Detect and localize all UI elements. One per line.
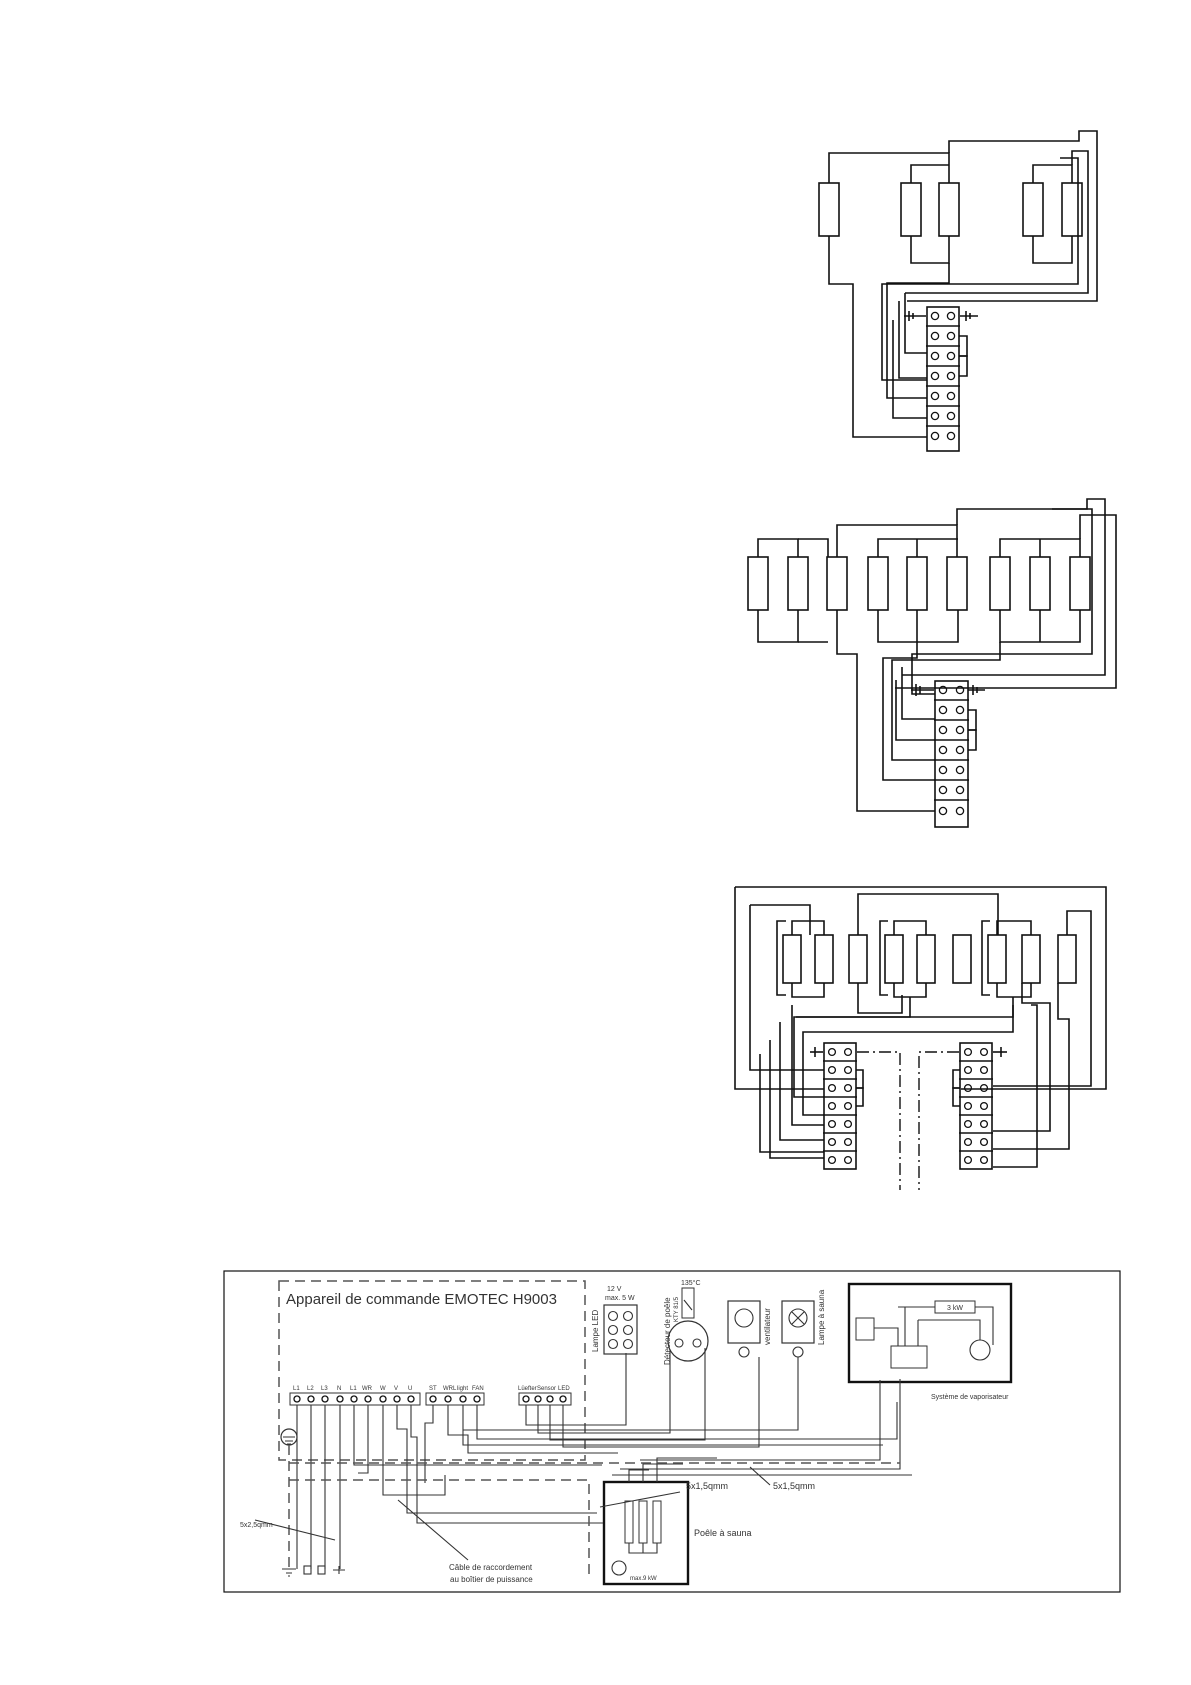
heating-element <box>989 556 1011 611</box>
terminal-labels-mid: ST WRL light FAN <box>429 1386 484 1392</box>
svg-text:WR: WR <box>362 1386 373 1392</box>
led-lamp-label: Lampe LED <box>591 1310 600 1352</box>
heating-element <box>747 556 769 611</box>
wiring-diagram-3 <box>734 886 1107 1190</box>
stove-sensor-label: Détecteur de poêle <box>663 1297 672 1365</box>
terminal-strip-main <box>289 1392 421 1406</box>
svg-text:L1: L1 <box>350 1386 357 1392</box>
svg-text:W: W <box>380 1386 386 1392</box>
fan-unit <box>727 1300 761 1358</box>
terminal-labels-main: L1 L2 L3 N L1 WR W V U <box>293 1386 412 1392</box>
heating-element <box>938 182 960 237</box>
power-cable-label-2: au boîtier de puissance <box>450 1575 533 1584</box>
vaporizer-box <box>847 1282 1013 1384</box>
controller-title: Appareil de commande EMOTEC H9003 <box>286 1291 557 1308</box>
led-voltage: 12 V <box>607 1286 622 1293</box>
svg-text:U: U <box>408 1386 412 1392</box>
vaporizer-label: Système de vaporisateur <box>931 1394 1009 1401</box>
sauna-stove <box>602 1480 690 1586</box>
terminal-strip-right <box>518 1392 572 1406</box>
heating-element <box>916 934 936 984</box>
heating-element <box>848 934 868 984</box>
supply-terminals <box>282 1565 345 1577</box>
svg-text:L2: L2 <box>307 1386 314 1392</box>
controller-box <box>278 1280 586 1461</box>
heating-element <box>952 934 972 984</box>
svg-text:FAN: FAN <box>472 1386 484 1392</box>
stove-label: Poêle à sauna <box>694 1528 752 1538</box>
heating-element <box>1057 934 1077 984</box>
svg-text:L3: L3 <box>321 1386 328 1392</box>
stove-sensor <box>667 1287 709 1362</box>
svg-text:ST: ST <box>429 1386 437 1392</box>
svg-text:N: N <box>337 1386 341 1392</box>
svg-text:Lüefter: Lüefter <box>518 1386 537 1392</box>
heating-element <box>1061 182 1083 237</box>
heating-element <box>1069 556 1091 611</box>
heating-element <box>826 556 848 611</box>
sauna-lamp-label: Lampe à sauna <box>817 1289 826 1345</box>
heating-element <box>1022 182 1044 237</box>
led-power: max. 5 W <box>605 1295 635 1302</box>
svg-text:L1: L1 <box>293 1386 300 1392</box>
terminal-block <box>926 306 960 452</box>
fan-label: ventilateur <box>763 1308 772 1345</box>
terminal-labels-right: Lüefter Sensor LED <box>518 1386 570 1392</box>
wiring-diagram-2 <box>747 498 1117 828</box>
heating-element <box>814 934 834 984</box>
vaporizer-power: 3 kW <box>947 1305 963 1312</box>
terminal-block <box>934 680 969 828</box>
svg-text:Sensor: Sensor <box>537 1386 556 1392</box>
terminal-strip-mid <box>425 1392 485 1406</box>
heating-element <box>818 182 840 237</box>
cable-label-2: 5x1,5qmm <box>773 1481 815 1491</box>
heating-element <box>1021 934 1041 984</box>
svg-text:light: light <box>457 1386 468 1392</box>
heating-element <box>987 934 1007 984</box>
heating-element <box>787 556 809 611</box>
heating-element <box>884 934 904 984</box>
power-cable-label-1: Câble de raccordement <box>449 1563 533 1572</box>
heating-element <box>946 556 968 611</box>
sensor-model: KTY 81/5 <box>674 1296 680 1322</box>
heating-element <box>782 934 802 984</box>
svg-text:WRL: WRL <box>443 1386 457 1392</box>
controller-wiring-diagram: Appareil de commande EMOTEC H9003 L1 L2 … <box>223 1270 1121 1593</box>
svg-text:LED: LED <box>558 1386 570 1392</box>
sensor-temp: 135°C <box>681 1279 701 1287</box>
heating-element <box>867 556 889 611</box>
svg-text:V: V <box>394 1386 398 1392</box>
wiring-diagram-1 <box>818 130 1098 452</box>
sauna-lamp <box>781 1300 815 1358</box>
supply-cable-label: 5x2,5qmm <box>240 1522 273 1529</box>
heating-element <box>1029 556 1051 611</box>
stove-power: max.9 kW <box>630 1576 657 1582</box>
heating-element <box>906 556 928 611</box>
heating-element <box>900 182 922 237</box>
cable-label-1: 5x1,5qmm <box>686 1481 728 1491</box>
